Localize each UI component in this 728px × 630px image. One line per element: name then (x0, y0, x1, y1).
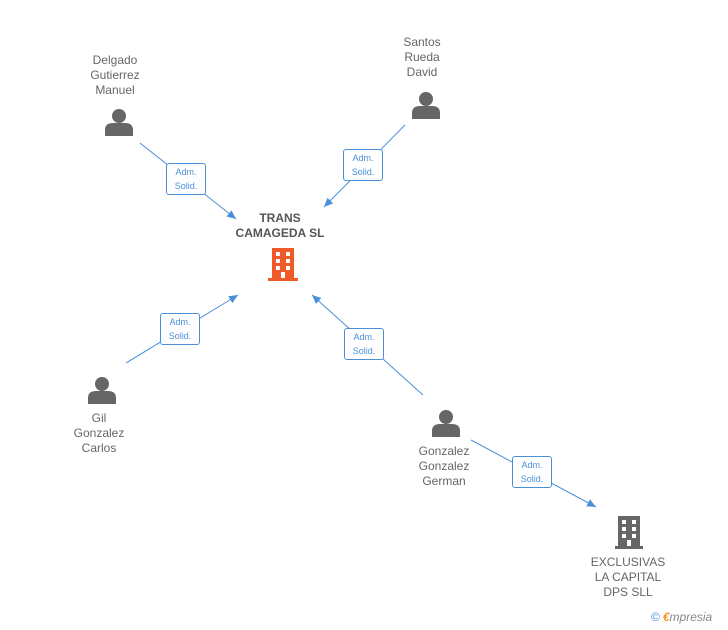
node-label-exclusivas[interactable]: EXCLUSIVAS LA CAPITAL DPS SLL (590, 555, 666, 599)
node-label-gil[interactable]: Gil Gonzalez Carlos (73, 411, 125, 455)
brand-logo-first: € (662, 610, 670, 624)
edge-label-gil: Adm. Solid. (160, 313, 200, 345)
node-label-gonzalez[interactable]: Gonzalez Gonzalez German (418, 444, 470, 488)
edge-label-gonzalez-center: Adm. Solid. (344, 328, 384, 360)
brand-logo-rest: mpresia (669, 610, 713, 624)
building-icon[interactable] (268, 248, 298, 281)
edge-label-delgado: Adm. Solid. (166, 163, 206, 195)
edge-label-gonzalez-exclusivas: Adm. Solid. (512, 456, 552, 488)
person-icon[interactable] (432, 410, 460, 437)
node-label-trans-camageda[interactable]: TRANS CAMAGEDA SL (235, 211, 325, 240)
person-icon[interactable] (412, 92, 440, 119)
person-icon[interactable] (88, 377, 116, 404)
footer-brand: ©€mpresia (651, 610, 712, 624)
node-label-santos[interactable]: Santos Rueda David (403, 35, 441, 79)
person-icon[interactable] (105, 109, 133, 136)
copyright-symbol: © (651, 610, 660, 624)
node-label-delgado[interactable]: Delgado Gutierrez Manuel (90, 53, 140, 97)
building-icon[interactable] (615, 516, 643, 549)
edge-label-santos: Adm. Solid. (343, 149, 383, 181)
